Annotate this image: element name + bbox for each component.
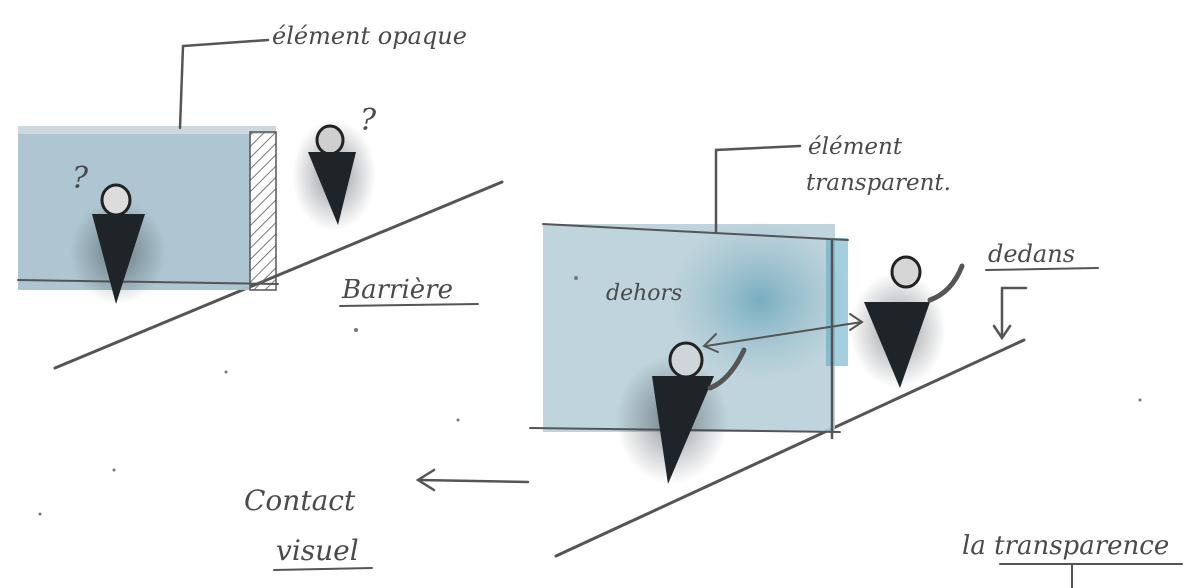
transparency-label: la transparence	[962, 531, 1169, 561]
transparent-wall-edge	[826, 238, 848, 366]
transparent-callout-line	[716, 146, 800, 232]
question-mark-right: ?	[360, 103, 377, 138]
visual-contact-label-line2: visuel	[276, 534, 359, 567]
person-inside	[850, 257, 962, 388]
opaque-scene: ? ? élément opaque Barrière	[18, 22, 502, 368]
question-mark-left: ?	[72, 161, 89, 196]
bottom-labels: Contact visuel la transparence	[244, 470, 1182, 588]
transparent-element-label-line2: transparent.	[806, 170, 951, 196]
transparent-element-label-line1: élément	[808, 134, 903, 160]
inside-label: dedans	[988, 240, 1075, 268]
outside-label: dehors	[606, 281, 682, 306]
opaque-element-label: élément opaque	[272, 22, 467, 50]
opaque-callout-line	[180, 40, 268, 128]
opaque-wall-side-hatch	[250, 132, 276, 290]
visual-contact-label-line1: Contact	[244, 484, 356, 517]
contact-arrow	[420, 480, 528, 482]
barrier-label: Barrière	[341, 275, 453, 305]
transparent-scene: élément transparent. dehors dedans	[530, 134, 1098, 556]
inside-pointer-arrow	[1002, 288, 1026, 336]
opaque-wall-top-edge	[18, 126, 276, 134]
